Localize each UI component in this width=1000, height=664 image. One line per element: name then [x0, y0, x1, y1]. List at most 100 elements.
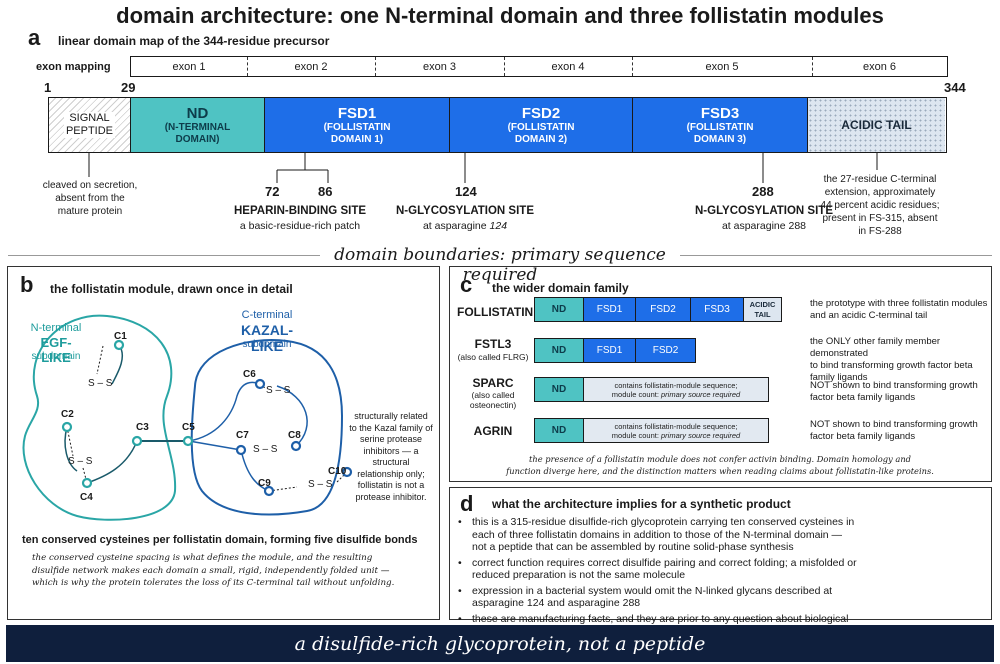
- pos-29: 29: [121, 80, 136, 95]
- panel-a-letter: a: [28, 25, 41, 50]
- sparc-seq-note-2: module count: primary source required: [612, 390, 740, 399]
- c3-label: C3: [136, 422, 149, 433]
- fsd3-label: FSD3: [700, 104, 740, 122]
- panel-a-annotation-lines: [88, 153, 878, 183]
- bullet-1: this is a 315-residue disulfide-rich gly…: [458, 516, 858, 554]
- fs-seg-fsd1: FSD1: [584, 298, 636, 321]
- fsd3-sub: (FOLLISTATIN DOMAIN 3): [686, 121, 754, 145]
- c9-node: [263, 485, 275, 497]
- panel-c-title: the wider domain family: [492, 281, 629, 295]
- agrin-seq-note-2: module count: primary source required: [612, 431, 740, 440]
- panel-b-body: the conserved cysteine spacing is what d…: [32, 553, 395, 588]
- fsd1-domain: FSD1 (FOLLISTATIN DOMAIN 1): [265, 98, 450, 152]
- nd-label: ND: [186, 104, 209, 122]
- c5-label: C5: [182, 422, 195, 433]
- agrin-seq-note-2-prefix: module count:: [611, 430, 661, 440]
- egf-label-1: N-terminal: [30, 322, 82, 334]
- family-agrin-desc: NOT shown to bind transforming growth fa…: [810, 419, 978, 442]
- exon-5: exon 5: [632, 57, 813, 76]
- glyco1-sub-prefix: at asparagine: [422, 220, 490, 232]
- panel-c-letter: c: [460, 272, 473, 297]
- family-follistatin-name: FOLLISTATIN: [457, 305, 534, 319]
- heparin-title: HEPARIN-BINDING SITE: [233, 205, 367, 217]
- exon-4: exon 4: [504, 57, 633, 76]
- panel-c-footer: the presence of a follistatin module doe…: [506, 454, 934, 476]
- heparin-sub: a basic-residue-rich patch: [239, 220, 361, 232]
- kazal-label-2: KAZAL-LIKE: [240, 322, 294, 354]
- ss-label-1: S – S: [88, 378, 113, 389]
- signal-peptide: SIGNAL PEPTIDE: [49, 98, 131, 152]
- glyco2-sub: at asparagine 288: [721, 220, 807, 232]
- fs-seg-acidic: ACIDIC TAIL: [744, 298, 781, 321]
- ss-label-4: S – S: [253, 444, 278, 455]
- domain-bar: SIGNAL PEPTIDE ND (N-TERMINAL DOMAIN) FS…: [48, 97, 947, 153]
- panel-b-frame: [7, 266, 440, 620]
- panel-d-title: what the architecture implies for a synt…: [492, 497, 791, 511]
- bullet-3: expression in a bacterial system would o…: [458, 585, 858, 610]
- boundaries-banner: domain boundaries: primary sequence requ…: [320, 245, 680, 285]
- panel-d-bullets: this is a 315-residue disulfide-rich gly…: [458, 516, 858, 641]
- c8-node: [290, 440, 302, 452]
- family-fstl3-alias: (also called FLRG): [457, 352, 529, 362]
- kazal-region-outline: [190, 339, 344, 516]
- c1-node: [113, 339, 125, 351]
- glyco1-sub: at asparagine 124: [385, 220, 545, 232]
- c3-node: [131, 435, 143, 447]
- agrin-seq-note-2-italic: primary source required: [661, 430, 741, 440]
- exon-2: exon 2: [247, 57, 376, 76]
- exon-1: exon 1: [131, 57, 248, 76]
- fsd1-label: FSD1: [337, 104, 377, 122]
- follistatin-module-diagram: [22, 314, 353, 521]
- egf-region-outline: [22, 314, 177, 521]
- agrin-seq-note-1: contains follistatin-module sequence;: [614, 421, 738, 431]
- c9-label: C9: [258, 478, 271, 489]
- signal-note: cleaved on secretion, absent from the ma…: [42, 180, 138, 217]
- footer-banner-text: a disulfide-rich glycoprotein, not a pep…: [294, 632, 706, 655]
- fs-seg-nd: ND: [535, 298, 584, 321]
- panel-b-caption: ten conserved cysteines per follistatin …: [22, 534, 418, 546]
- glyco1-title: N-GLYCOSYLATION SITE: [395, 205, 534, 217]
- agrin-seg-nd: ND: [535, 419, 584, 442]
- sparc-seq-note-1: contains follistatin-module sequence;: [614, 380, 738, 390]
- c5-node: [182, 435, 194, 447]
- sparc-seq-note-2-italic: primary source required: [661, 389, 741, 399]
- family-fstl3-desc: the ONLY other family member demonstrate…: [810, 336, 973, 383]
- bullet-2: correct function requires correct disulf…: [458, 557, 858, 582]
- fstl3-seg-fsd1: FSD1: [584, 339, 636, 362]
- exon-map: exon 1 exon 2 exon 3 exon 4 exon 5 exon …: [130, 56, 948, 77]
- c2-label: C2: [61, 409, 74, 420]
- c6-node: [254, 378, 266, 390]
- kazal-label-1: C-terminal: [241, 309, 293, 321]
- ss-label-3: S – S: [266, 385, 291, 396]
- family-fstl3-bar: ND FSD1 FSD2: [534, 338, 696, 363]
- ss-label-5: S – S: [308, 479, 333, 490]
- egf-label-2: EGF-LIKE: [40, 335, 72, 365]
- family-sparc-desc: NOT shown to bind transforming growth fa…: [810, 380, 978, 403]
- c6-label: C6: [243, 369, 256, 380]
- fsd2-label: FSD2: [521, 104, 561, 122]
- family-sparc-alias: (also called osteonectin): [469, 390, 517, 410]
- exon-3: exon 3: [375, 57, 505, 76]
- pos-86: 86: [318, 184, 333, 199]
- page-title: domain architecture: one N-terminal doma…: [116, 3, 884, 28]
- c8-label: C8: [288, 430, 301, 441]
- pos-288: 288: [752, 184, 774, 199]
- glyco2-title: N-GLYCOSYLATION SITE: [694, 205, 833, 217]
- sparc-seg-nd: ND: [535, 378, 584, 401]
- family-fstl3-name: FSTL3: [474, 337, 512, 351]
- family-follistatin-desc: the prototype with three follistatin mod…: [810, 298, 988, 321]
- fs-seg-fsd2: FSD2: [636, 298, 691, 321]
- exon-mapping-label: exon mapping: [36, 61, 111, 73]
- fsd2-sub: (FOLLISTATIN DOMAIN 2): [507, 121, 575, 145]
- tail-note: the 27-residue C-terminal extension, app…: [820, 174, 940, 237]
- c1-label: C1: [114, 331, 127, 342]
- footer-banner: a disulfide-rich glycoprotein, not a pep…: [6, 625, 994, 662]
- c5-c6-link: [188, 381, 261, 442]
- panel-b-title: the follistatin module, drawn once in de…: [50, 282, 293, 296]
- c4-label: C4: [80, 492, 93, 503]
- glyco1-sub-num: 124: [489, 220, 508, 232]
- panel-b-letter: b: [20, 272, 34, 297]
- panel-a-title: linear domain map of the 344-residue pre…: [58, 34, 330, 48]
- c1-link: [111, 344, 124, 385]
- c2-node: [61, 421, 73, 433]
